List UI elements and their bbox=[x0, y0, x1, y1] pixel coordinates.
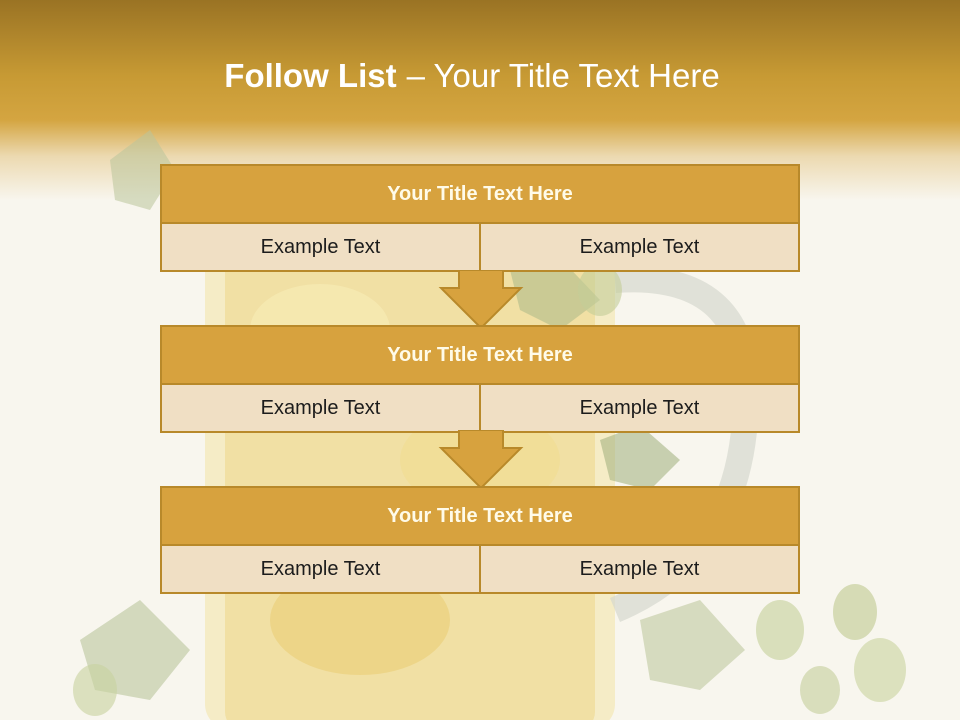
step-box-2: Your Title Text Here Example Text Exampl… bbox=[160, 325, 800, 433]
step-box-3: Your Title Text Here Example Text Exampl… bbox=[160, 486, 800, 594]
step-2-row: Example Text Example Text bbox=[162, 385, 798, 431]
slide-title-rest: – Your Title Text Here bbox=[406, 57, 720, 94]
step-3-title: Your Title Text Here bbox=[162, 488, 798, 546]
step-3-row: Example Text Example Text bbox=[162, 546, 798, 592]
step-2-right-cell: Example Text bbox=[479, 385, 798, 431]
step-1-row: Example Text Example Text bbox=[162, 224, 798, 270]
step-3-right-cell: Example Text bbox=[479, 546, 798, 592]
down-arrow-icon-2 bbox=[438, 430, 524, 490]
step-3-left-cell: Example Text bbox=[162, 546, 479, 592]
slide-title-bold: Follow List bbox=[224, 57, 397, 94]
step-1-right-cell: Example Text bbox=[479, 224, 798, 270]
step-box-1: Your Title Text Here Example Text Exampl… bbox=[160, 164, 800, 272]
step-1-left-cell: Example Text bbox=[162, 224, 479, 270]
down-arrow-icon-1 bbox=[438, 270, 524, 330]
step-2-left-cell: Example Text bbox=[162, 385, 479, 431]
slide-title: Follow List– Your Title Text Here bbox=[0, 52, 944, 100]
step-2-title: Your Title Text Here bbox=[162, 327, 798, 385]
step-1-title: Your Title Text Here bbox=[162, 166, 798, 224]
